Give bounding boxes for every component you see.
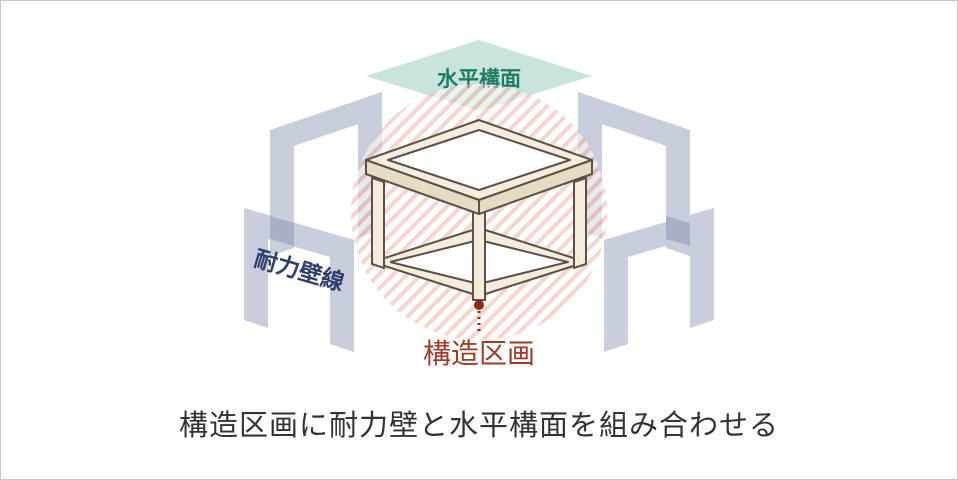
bearing-wall-right (578, 92, 714, 352)
structural-block-marker (474, 300, 484, 310)
structural-frame (365, 119, 593, 301)
structural-block-label: 構造区画 (423, 337, 535, 370)
diagram-caption: 構造区画に耐力壁と水平構面を組み合わせる (178, 408, 779, 442)
horizontal-plane-shape (366, 40, 592, 111)
